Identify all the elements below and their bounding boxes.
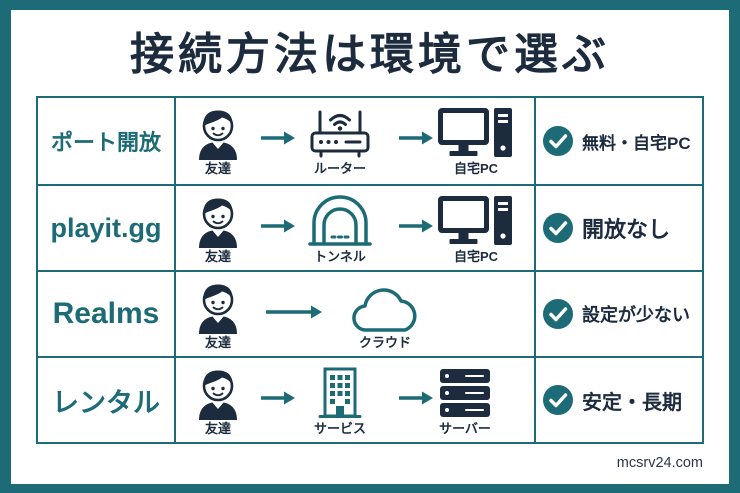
table-row: レンタル 友達 — [38, 356, 702, 442]
step-label: サーバー — [439, 421, 491, 437]
step-node: クラウド — [335, 280, 435, 351]
desktop-pc-icon — [437, 106, 515, 160]
server-icon — [438, 366, 492, 420]
result-cell: 設定が少ない — [536, 272, 702, 356]
table-row: playit.gg 友達 — [38, 184, 702, 270]
person-icon — [196, 366, 240, 420]
step-node: トンネル — [290, 194, 390, 265]
check-circle-icon — [542, 298, 574, 330]
result-text: 開放なし — [582, 212, 670, 244]
check-circle-icon — [542, 384, 574, 416]
connection-flow: 友達 — [176, 186, 536, 270]
step-label: 自宅PC — [454, 161, 498, 177]
step-node: 友達 — [168, 366, 268, 437]
cloud-icon — [347, 280, 423, 334]
result-text: 設定が少ない — [582, 301, 690, 327]
connection-flow: 友達 — [176, 358, 536, 442]
step-node: 友達 — [168, 106, 268, 177]
step-label: 自宅PC — [454, 249, 498, 265]
check-circle-icon — [542, 212, 574, 244]
step-node: サーバー — [415, 366, 515, 437]
table-row: Realms 友達 クラウド 設定が少な — [38, 270, 702, 356]
step-label: クラウド — [359, 335, 411, 351]
step-node: 友達 — [168, 194, 268, 265]
connection-flow: 友達 クラウド — [176, 272, 536, 356]
step-label: サービス — [314, 421, 366, 437]
method-label: Realms — [38, 272, 176, 356]
result-cell: 安定・長期 — [536, 358, 702, 442]
result-text: 無料・自宅PC — [582, 129, 691, 154]
result-text: 安定・長期 — [582, 386, 682, 415]
step-node: サービス — [290, 366, 390, 437]
method-label: ポート開放 — [38, 98, 176, 184]
step-label: ルーター — [314, 161, 366, 177]
table-row: ポート開放 友達 — [38, 98, 702, 184]
check-circle-icon — [542, 125, 574, 157]
method-label: playit.gg — [38, 186, 176, 270]
step-label: 友達 — [205, 421, 231, 437]
step-node: 自宅PC — [426, 194, 526, 265]
step-label: トンネル — [314, 249, 366, 265]
page-title: 接続方法は環境で選ぶ — [0, 27, 740, 83]
method-label: レンタル — [38, 358, 176, 442]
person-icon — [196, 106, 240, 160]
desktop-pc-icon — [437, 194, 515, 248]
router-icon — [309, 106, 371, 160]
step-node: 友達 — [168, 280, 268, 351]
person-icon — [196, 194, 240, 248]
result-cell: 無料・自宅PC — [536, 98, 702, 184]
result-cell: 開放なし — [536, 186, 702, 270]
person-icon — [196, 280, 240, 334]
methods-table: ポート開放 友達 — [36, 96, 704, 444]
connection-flow: 友達 — [176, 98, 536, 184]
step-label: 友達 — [205, 335, 231, 351]
tunnel-icon — [308, 194, 372, 248]
building-icon — [318, 366, 362, 420]
step-label: 友達 — [205, 249, 231, 265]
arrow-right-icon — [265, 303, 323, 321]
step-node: 自宅PC — [426, 106, 526, 177]
step-label: 友達 — [205, 161, 231, 177]
site-url: mcsrv24.com — [617, 455, 703, 471]
step-node: ルーター — [290, 106, 390, 177]
